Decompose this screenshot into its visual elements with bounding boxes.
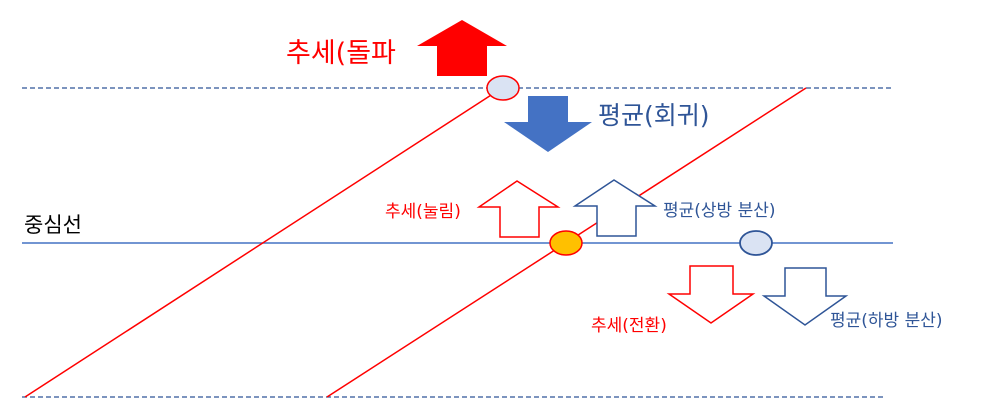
- trend-reversal-arrow: [666, 265, 756, 324]
- mean-reversion-arrow: [504, 96, 592, 152]
- mean-down-dispersion-label: 평균(하방 분산): [830, 311, 943, 331]
- mean-down-dispersion-arrow: [761, 267, 849, 326]
- trend-breakout-arrow: [417, 20, 507, 76]
- mean-reversion-label: 평균(회귀): [598, 101, 710, 130]
- trend-reversal-label: 추세(전환): [591, 316, 667, 336]
- center-line-label: 중심선: [24, 213, 82, 237]
- mean-up-dispersion-label: 평균(상방 분산): [663, 201, 776, 221]
- trend-breakout-label: 추세(돌파: [286, 38, 396, 69]
- trend-line-left: [24, 87, 503, 398]
- center-intersection-circle: [549, 230, 583, 256]
- upper-intersection-circle: [486, 75, 520, 101]
- mean-center-circle: [739, 230, 773, 256]
- trend-pullback-label: 추세(눌림): [385, 202, 461, 222]
- trend-pullback-arrow: [476, 180, 561, 238]
- mean-up-dispersion-arrow: [572, 179, 658, 237]
